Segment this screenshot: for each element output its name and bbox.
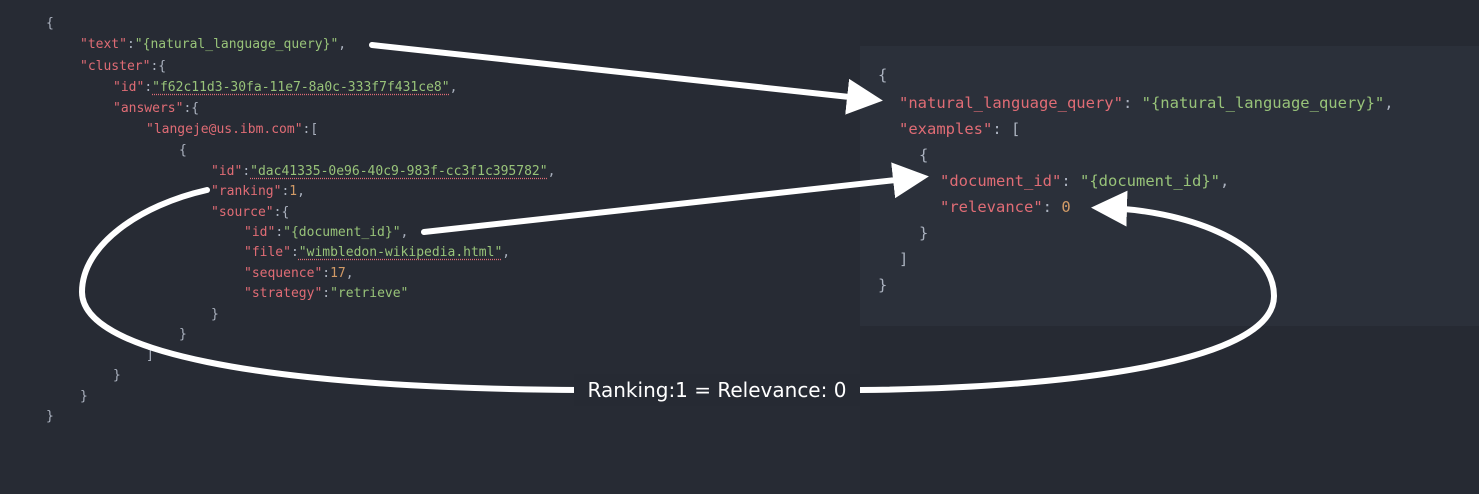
source-answer-id-value: "dac41335-0e96-40c9-983f-cc3f1c395782"	[250, 164, 548, 179]
target-examples-key: "examples"	[899, 120, 993, 138]
target-document-id-line: "document_id": "{document_id}",	[940, 172, 1230, 190]
source-strategy-value: "retrieve"	[330, 286, 409, 301]
source-source-line: "source":{	[211, 205, 290, 220]
source-file-value: "wimbledon-wikipedia.html"	[298, 245, 503, 260]
source-answers-key: "answers"	[113, 101, 184, 116]
source-file-key: "file"	[244, 245, 291, 260]
target-close-brace: }	[878, 276, 888, 294]
source-document-id-line: "id":"{document_id}",	[244, 225, 409, 240]
ranking-to-relevance-arrow	[78, 187, 1278, 393]
target-document-id-key: "document_id"	[940, 172, 1062, 190]
source-strategy-key: "strategy"	[244, 286, 323, 301]
target-relevance-line: "relevance": 0	[940, 198, 1071, 216]
target-examples-line: "examples": [	[899, 120, 1021, 138]
source-file-line: "file":"wimbledon-wikipedia.html",	[244, 245, 511, 260]
document-id-arrow	[421, 162, 929, 235]
source-text-line: "text":"{natural_language_query}",	[80, 37, 347, 52]
source-document-id-value: "{document_id}"	[283, 225, 401, 240]
text-to-nlq-arrow	[369, 42, 883, 115]
source-answer-id-key: "id"	[211, 164, 243, 179]
source-email-key: "langeje@us.ibm.com"	[146, 122, 303, 137]
ranking-relevance-caption: Ranking:1 = Relevance: 0	[574, 374, 860, 406]
target-document-id-value: "{document_id}"	[1080, 172, 1220, 190]
target-json-panel	[860, 46, 1479, 326]
source-text-value: "{natural_language_query}"	[134, 37, 339, 52]
source-cluster-key: "cluster"	[80, 59, 151, 74]
target-nlq-value: "{natural_language_query}"	[1141, 94, 1385, 112]
source-open-brace: {	[46, 16, 54, 31]
source-cluster-id-value: "f62c11d3-30fa-11e7-8a0c-333f7f431ce8"	[152, 80, 450, 95]
source-sequence-line: "sequence":17,	[244, 266, 354, 281]
source-cluster-id-key: "id"	[113, 80, 145, 95]
target-open-brace: {	[878, 66, 888, 84]
source-answer-id-line: "id":"dac41335-0e96-40c9-983f-cc3f1c3957…	[211, 164, 556, 179]
source-source-key: "source"	[211, 205, 274, 220]
source-sequence-value: 17	[330, 266, 346, 281]
target-nlq-key: "natural_language_query"	[899, 94, 1123, 112]
source-document-id-key: "id"	[244, 225, 276, 240]
target-relevance-key: "relevance"	[940, 198, 1043, 216]
source-text-key: "text"	[80, 37, 127, 52]
target-relevance-value: 0	[1061, 198, 1071, 216]
source-ranking-line: "ranking":1,	[211, 184, 305, 199]
target-nlq-line: "natural_language_query": "{natural_lang…	[899, 94, 1394, 112]
source-email-line: "langeje@us.ibm.com":[	[146, 122, 319, 137]
source-ranking-value: 1	[289, 184, 298, 199]
source-close-brace: }	[46, 409, 54, 424]
source-sequence-key: "sequence"	[244, 266, 323, 281]
source-ranking-key: "ranking"	[211, 184, 282, 199]
source-answers-line: "answers":{	[113, 101, 200, 116]
source-cluster-id-line: "id":"f62c11d3-30fa-11e7-8a0c-333f7f431c…	[113, 80, 458, 95]
source-cluster-line: "cluster":{	[80, 59, 167, 74]
source-strategy-line: "strategy":"retrieve"	[244, 286, 409, 301]
